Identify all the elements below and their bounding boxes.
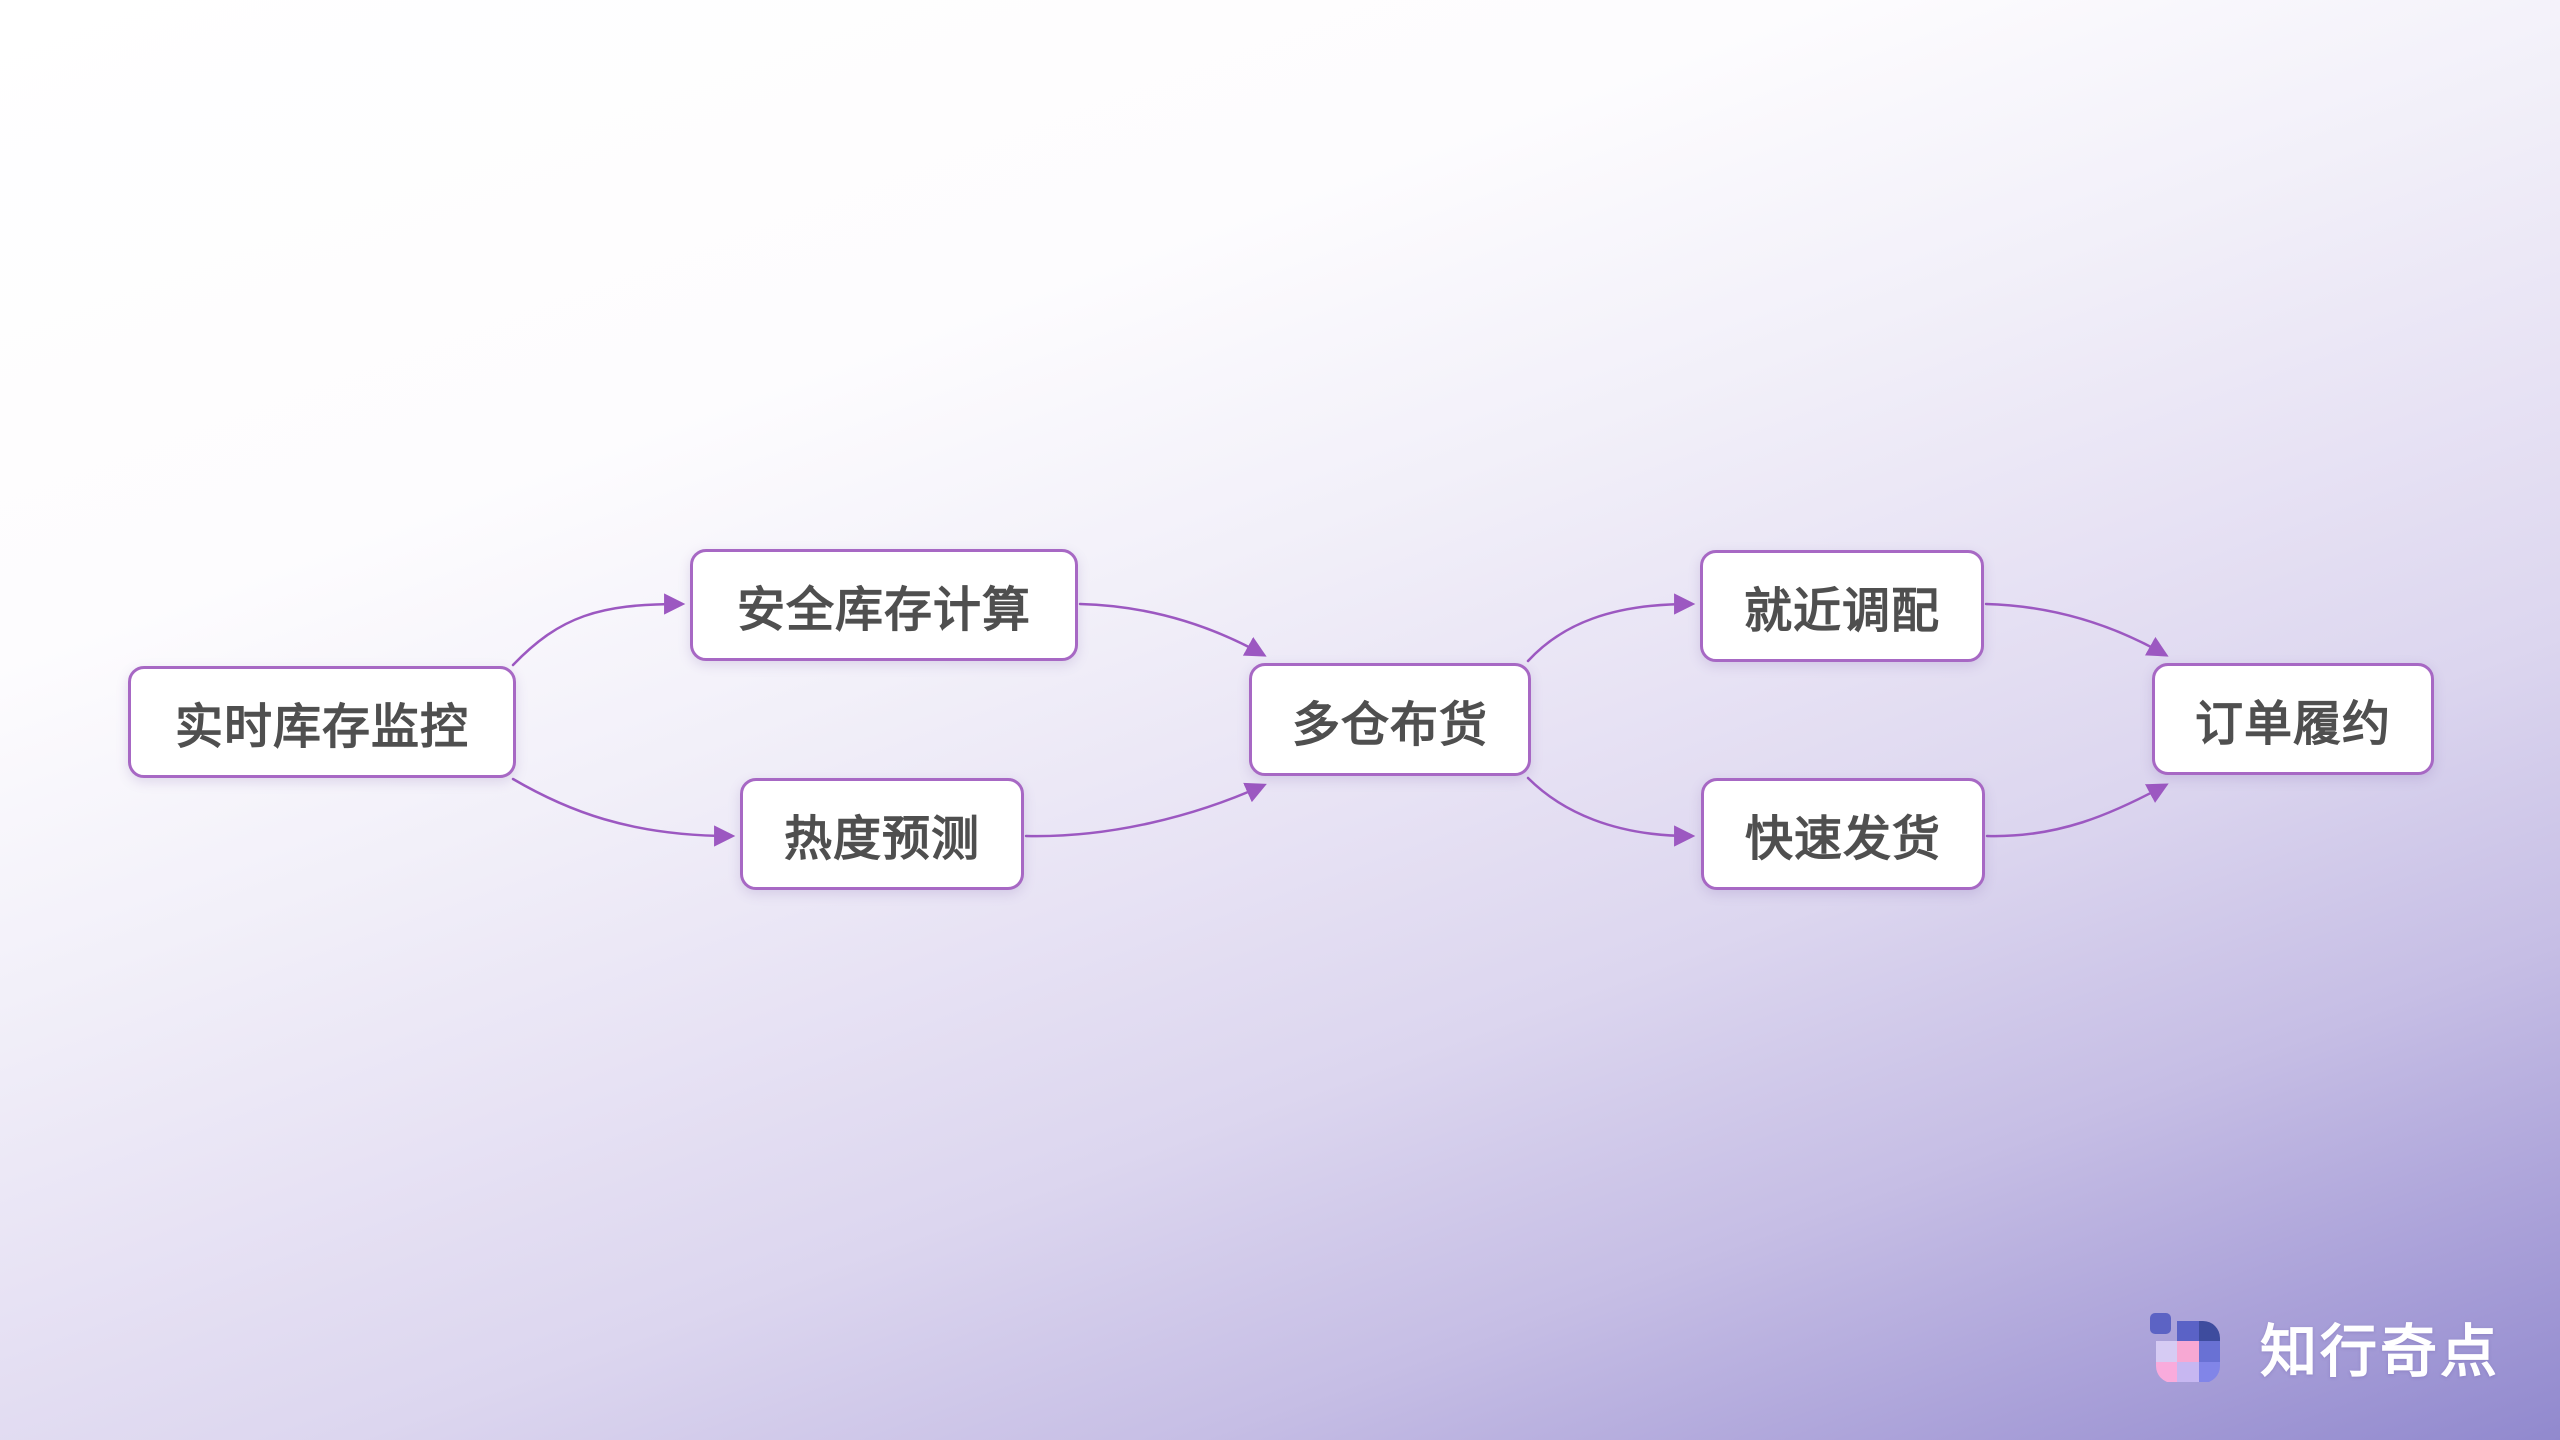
- edge-nearby-to-fulfillment: [1984, 602, 2169, 657]
- logo-pixel-bottom-right: [2198, 1361, 2220, 1383]
- edge-multi-to-fastship: [1526, 776, 1696, 847]
- node-multi-warehouse-distribution: 多仓布货: [1249, 663, 1531, 776]
- logo-pixel-top-right: [2198, 1320, 2220, 1342]
- node-realtime-inventory-monitoring: 实时库存监控: [128, 666, 516, 778]
- logo-pixel-mid-middle: [2177, 1341, 2199, 1362]
- node-label: 订单履约: [2194, 698, 2391, 751]
- edge-realtime-to-safety: [511, 593, 686, 667]
- node-label: 快速发货: [1744, 813, 1941, 866]
- node-label: 安全库存计算: [736, 584, 1031, 637]
- logo-pixel-bottom-middle: [2177, 1361, 2199, 1383]
- logo-pixel-mid-right: [2198, 1341, 2220, 1362]
- edge-realtime-to-heat: [511, 777, 736, 847]
- node-label: 就近调配: [1743, 585, 1940, 638]
- logo-pixel-mid-left: [2156, 1341, 2178, 1362]
- node-demand-heat-forecast: 热度预测: [740, 778, 1024, 890]
- pixel-mosaic-icon: [2150, 1312, 2220, 1383]
- node-safety-stock-calculation: 安全库存计算: [690, 549, 1078, 661]
- edge-safety-to-multi: [1078, 602, 1267, 657]
- brand-logo: 知行奇点: [2150, 1306, 2500, 1388]
- logo-pixel-bottom-left: [2156, 1361, 2178, 1383]
- node-label: 实时库存监控: [174, 701, 469, 754]
- node-label: 热度预测: [783, 813, 980, 866]
- node-order-fulfillment: 订单履约: [2152, 663, 2434, 775]
- node-fast-shipping: 快速发货: [1701, 778, 1985, 890]
- brand-logo-text: 知行奇点: [2260, 1320, 2500, 1384]
- node-label: 多仓布货: [1291, 698, 1488, 752]
- edge-heat-to-multi: [1024, 782, 1267, 838]
- edge-multi-to-nearby: [1526, 593, 1696, 663]
- logo-pixel-grid: [2156, 1320, 2220, 1383]
- node-nearby-allocation: 就近调配: [1700, 550, 1984, 662]
- edge-fastship-to-fulfillment: [1985, 783, 2169, 838]
- logo-pixel-top-middle: [2177, 1320, 2199, 1342]
- logo-pixel-detached: [2150, 1312, 2171, 1334]
